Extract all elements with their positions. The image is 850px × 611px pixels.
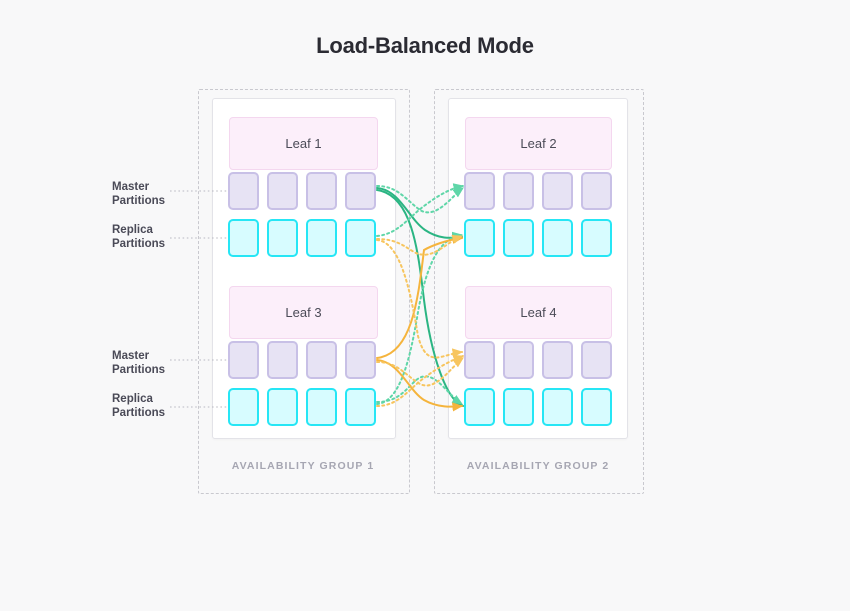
leaf-1-replica-partition-3[interactable] (306, 219, 337, 257)
leaf-3-label: Leaf 3 (285, 305, 322, 320)
leaf-1-master-partition-2[interactable] (267, 172, 298, 210)
leaf-3-master-partition-4[interactable] (345, 341, 376, 379)
leaf-3-replica-label-line-1: Replica (112, 393, 153, 405)
leaf-1-replica-label-line-1: Replica (112, 224, 153, 236)
leaf-3-master-partitions-label: Master Partitions (112, 349, 190, 377)
leaf-1-box[interactable]: Leaf 1 (229, 117, 378, 170)
page-title: Load-Balanced Mode (316, 33, 534, 58)
leaf-2-box[interactable]: Leaf 2 (465, 117, 612, 170)
leaf-3-box[interactable]: Leaf 3 (229, 286, 378, 339)
leaf-3-replica-partition-4[interactable] (345, 388, 376, 426)
leaf-2-master-partition-2[interactable] (503, 172, 534, 210)
leaf-1-master-label-line-1: Master (112, 181, 150, 193)
leaf-3-replica-partition-3[interactable] (306, 388, 337, 426)
leaf-4-master-partition-4[interactable] (581, 341, 612, 379)
leaf-1-master-label-line-2: Partitions (112, 195, 166, 208)
leaf-1-replica-partitions-label: Replica Partitions (112, 223, 190, 251)
leaf-1-master-partition-3[interactable] (306, 172, 337, 210)
leaf-3-master-partition-3[interactable] (306, 341, 337, 379)
leaf-4-box[interactable]: Leaf 4 (465, 286, 612, 339)
leaf-1-master-partition-4[interactable] (345, 172, 376, 210)
leaf-1-master-partitions-label: Master Partitions (112, 180, 190, 208)
leaf-2-replica-partition-2[interactable] (503, 219, 534, 257)
leaf-2-replica-partition-1[interactable] (464, 219, 495, 257)
leaf-3-replica-label-line-2: Partitions (112, 407, 166, 420)
leaf-1-label: Leaf 1 (285, 136, 322, 151)
leaf-1-replica-partition-4[interactable] (345, 219, 376, 257)
leaf-1-replica-partition-2[interactable] (267, 219, 298, 257)
leaf-4-master-partition-3[interactable] (542, 341, 573, 379)
leaf-2-master-partition-3[interactable] (542, 172, 573, 210)
leaf-4-replica-partition-4[interactable] (581, 388, 612, 426)
leaf-3-replica-partition-2[interactable] (267, 388, 298, 426)
leaf-4-master-partition-2[interactable] (503, 341, 534, 379)
leaf-2-replica-partition-4[interactable] (581, 219, 612, 257)
leaf-4-replica-partition-2[interactable] (503, 388, 534, 426)
leaf-1-replica-partition-1[interactable] (228, 219, 259, 257)
leaf-3-master-partition-2[interactable] (267, 341, 298, 379)
leaf-3-master-partition-1[interactable] (228, 341, 259, 379)
leaf-4-label: Leaf 4 (520, 305, 557, 320)
leaf-3-master-label-line-2: Partitions (112, 364, 166, 377)
leaf-4-replica-partition-1[interactable] (464, 388, 495, 426)
leaf-2-master-partition-4[interactable] (581, 172, 612, 210)
leaf-2-label: Leaf 2 (520, 136, 557, 151)
leaf-4-master-partition-1[interactable] (464, 341, 495, 379)
leaf-1-replica-label-line-2: Partitions (112, 238, 166, 251)
leaf-2-master-partition-1[interactable] (464, 172, 495, 210)
leaf-3-replica-partitions-label: Replica Partitions (112, 392, 190, 420)
availability-group-1-label: AVAILABILITY GROUP 1 (231, 460, 375, 472)
leaf-2-replica-partition-3[interactable] (542, 219, 573, 257)
availability-group-2-label: AVAILABILITY GROUP 2 (466, 460, 610, 472)
leaf-3-replica-partition-1[interactable] (228, 388, 259, 426)
leaf-4-replica-partition-3[interactable] (542, 388, 573, 426)
leaf-1-master-partition-1[interactable] (228, 172, 259, 210)
leaf-3-master-label-line-1: Master (112, 350, 150, 362)
